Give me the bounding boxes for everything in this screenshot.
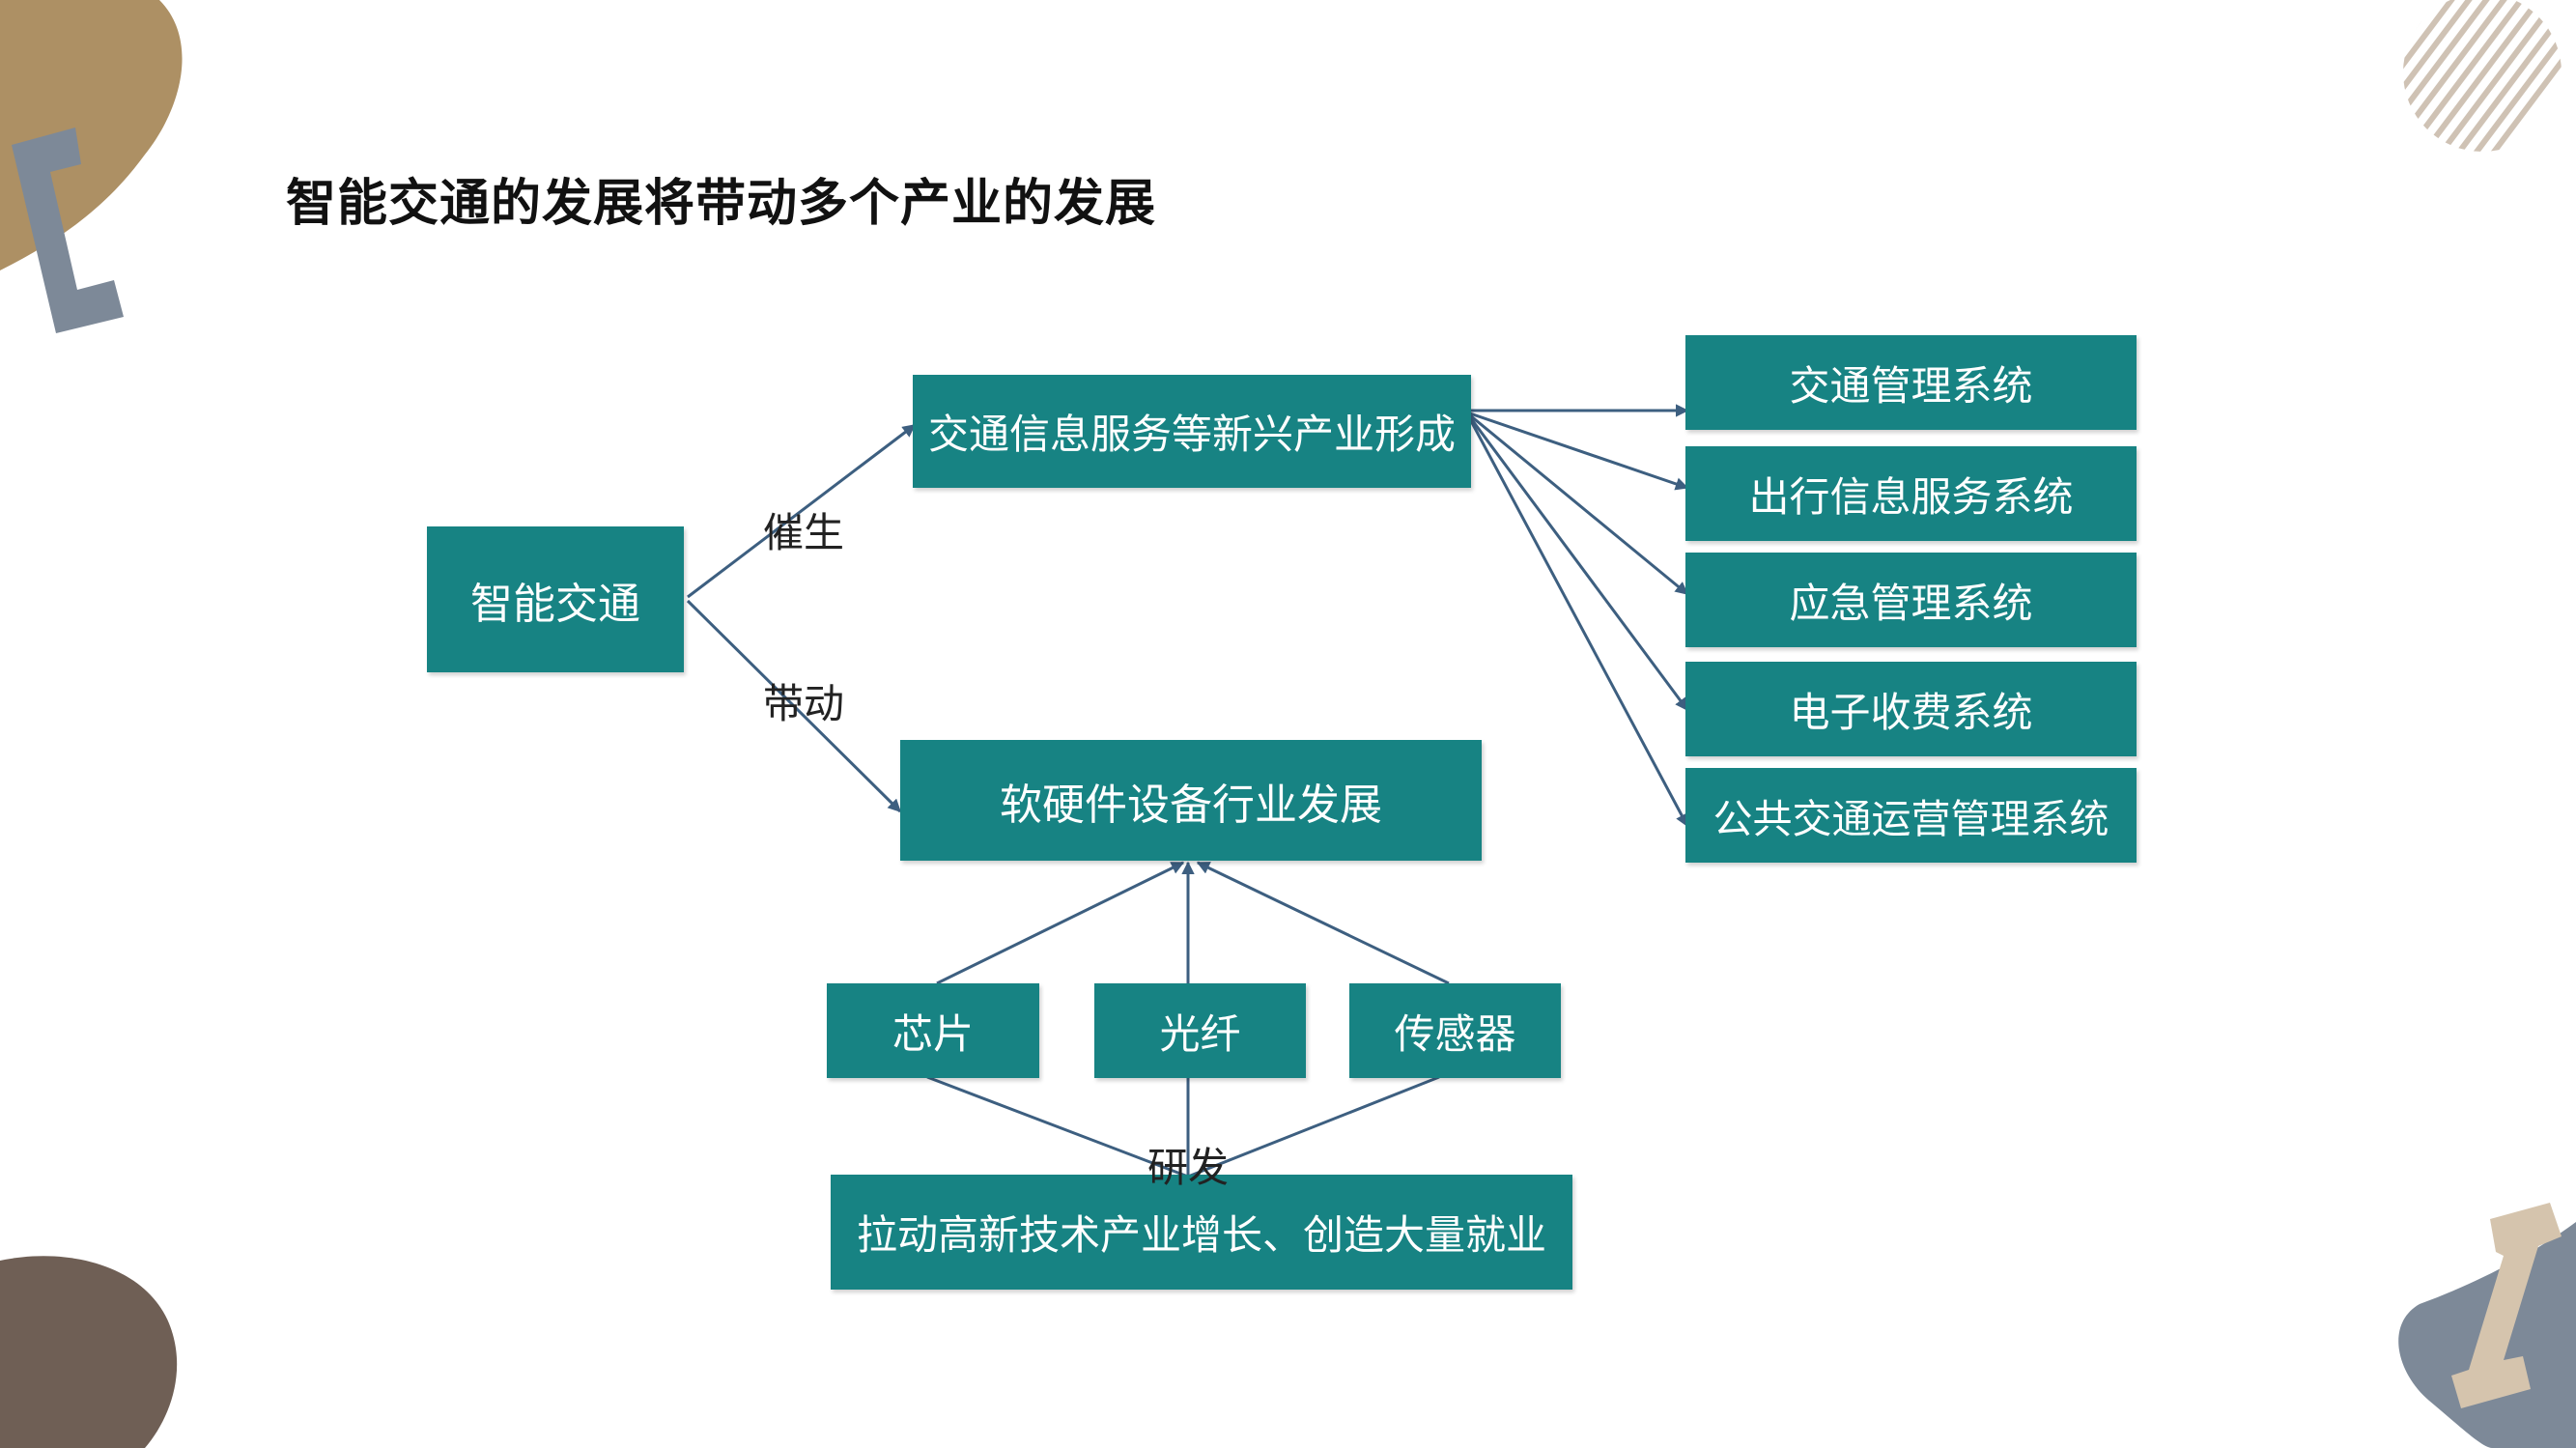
arrow-emerging-to-system-2 <box>1469 412 1689 491</box>
system-node: 交通管理系统 <box>1685 335 2137 430</box>
hatched-circle-shape <box>2403 0 2562 152</box>
arrow-sensor-to-equipment <box>1196 861 1450 985</box>
component-node: 芯片 <box>827 983 1039 1078</box>
edge-label-drive: 带动 <box>763 680 845 727</box>
root-node: 智能交通 <box>427 526 684 672</box>
root-node-label: 智能交通 <box>470 579 640 629</box>
line-sensor-to-outcome <box>1187 1075 1440 1178</box>
system-node: 公共交通运营管理系统 <box>1685 768 2137 863</box>
system-label: 交通管理系统 <box>1789 361 2033 410</box>
component-label: 芯片 <box>892 1009 974 1058</box>
slate-bracket-shape <box>12 128 124 333</box>
line-chip-to-outcome <box>926 1075 1189 1178</box>
component-node: 光纤 <box>1094 983 1306 1078</box>
system-node: 出行信息服务系统 <box>1685 446 2137 541</box>
emerging-industry-label: 交通信息服务等新兴产业形成 <box>927 411 1456 458</box>
beige-bracket-shape <box>2451 1203 2562 1408</box>
system-label: 公共交通运营管理系统 <box>1713 796 2109 842</box>
arrow-emerging-to-system-5 <box>1468 418 1689 828</box>
emerging-industry-node: 交通信息服务等新兴产业形成 <box>913 375 1471 488</box>
outcome-node: 拉动高新技术产业增长、创造大量就业 <box>831 1175 1572 1290</box>
arrow-emerging-to-system-3 <box>1469 413 1689 596</box>
edge-label-research: 研发 <box>1147 1144 1230 1191</box>
system-label: 出行信息服务系统 <box>1748 472 2074 521</box>
brown-blob-shape <box>0 1256 178 1448</box>
outcome-label: 拉动高新技术产业增长、创造大量就业 <box>856 1211 1546 1259</box>
arrow-chip-to-equipment <box>936 861 1185 985</box>
component-node: 传感器 <box>1349 983 1561 1078</box>
component-label: 光纤 <box>1159 1009 1241 1058</box>
component-label: 传感器 <box>1394 1009 1516 1058</box>
equipment-industry-node: 软硬件设备行业发展 <box>900 740 1482 861</box>
slide-title: 智能交通的发展将带动多个产业的发展 <box>286 175 1157 233</box>
system-node: 电子收费系统 <box>1685 662 2137 756</box>
arrow-emerging-to-system-4 <box>1468 416 1689 712</box>
arrow-root-to-equipment <box>686 599 902 813</box>
system-label: 应急管理系统 <box>1789 579 2033 627</box>
edge-label-spawn: 催生 <box>763 509 845 556</box>
system-node: 应急管理系统 <box>1685 553 2137 647</box>
system-label: 电子收费系统 <box>1789 688 2033 736</box>
equipment-industry-label: 软硬件设备行业发展 <box>1000 780 1382 830</box>
arrow-root-to-emerging <box>687 423 917 599</box>
